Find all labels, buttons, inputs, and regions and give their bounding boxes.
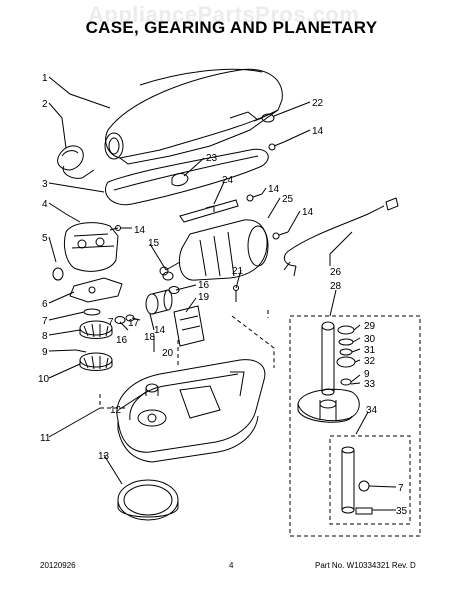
footer-page-number: 4 (229, 561, 234, 570)
callout-7: 7 (42, 316, 48, 327)
gear-10-part (79, 352, 113, 371)
callout-14d: 14 (302, 207, 314, 218)
leader-lines (48, 76, 397, 511)
callout-14c: 14 (268, 184, 280, 195)
callout-28: 28 (330, 281, 342, 292)
pin-9-part (75, 349, 87, 353)
hub-cover-part (57, 145, 95, 179)
callout-30: 30 (364, 334, 376, 345)
callout-33: 33 (364, 379, 376, 390)
bracket-part (179, 199, 239, 223)
callout-14a: 14 (134, 225, 146, 236)
callout-10: 10 (38, 374, 50, 385)
callout-9b: 9 (364, 369, 370, 380)
callout-23: 23 (206, 153, 218, 164)
screw-14c-part (272, 231, 289, 240)
screw-22-part (253, 113, 275, 123)
callout-31: 31 (364, 345, 376, 356)
power-cord-part (283, 197, 399, 277)
callout-1: 1 (42, 73, 48, 84)
gear-bracket-part (173, 305, 205, 347)
callout-6: 6 (42, 299, 48, 310)
gasket-part (69, 277, 123, 303)
callout-16a: 16 (198, 280, 210, 291)
gear-housing-part (63, 222, 119, 272)
small-gear-part (52, 267, 64, 281)
callout-24: 24 (222, 175, 234, 186)
beater-shaft-part (341, 446, 373, 515)
worm-gear-part (79, 320, 113, 339)
callout-20: 20 (162, 348, 174, 359)
callout-5: 5 (42, 233, 48, 244)
trim-band-part (105, 148, 269, 206)
head-cover-part (104, 68, 283, 165)
callout-32: 32 (364, 356, 376, 367)
screw-14b-part (246, 193, 263, 202)
pinion-part (162, 271, 174, 281)
callout-3: 3 (42, 179, 48, 190)
callout-25: 25 (282, 194, 294, 205)
callout-35: 35 (396, 506, 408, 517)
screw-21-part (233, 285, 239, 302)
watermark: AppliancePartsPros.com (88, 2, 360, 27)
washer-7-part (83, 308, 101, 316)
callout-15: 15 (148, 238, 160, 249)
callout-18: 18 (144, 332, 156, 343)
callout-16b: 16 (116, 335, 128, 346)
screw-14a-part (268, 141, 285, 151)
callout-29: 29 (364, 321, 376, 332)
callout-34: 34 (366, 405, 378, 416)
callout-19: 19 (198, 292, 210, 303)
callout-2: 2 (42, 99, 48, 110)
gear-ring-part (117, 479, 179, 521)
callout-8: 8 (42, 331, 48, 342)
gear-shaft-part (145, 289, 173, 315)
callout-22: 22 (312, 98, 324, 109)
part-12 (145, 383, 159, 396)
callout-26: 26 (330, 267, 342, 278)
motor-part (159, 219, 269, 281)
callout-4: 4 (42, 199, 48, 210)
callout-12: 12 (110, 405, 122, 416)
callout-9: 9 (42, 347, 48, 358)
callout-numbers: 1 2 3 4 5 6 7 8 9 10 11 12 13 14 14 14 1… (38, 73, 408, 517)
bearing-16-part (114, 286, 180, 324)
callout-13: 13 (98, 451, 110, 462)
knob-part (171, 173, 189, 187)
gear-case-part (116, 359, 266, 463)
planetary-assembly-part (297, 321, 360, 423)
callout-14b: 14 (312, 126, 324, 137)
footer-part-number: Part No. W10334321 Rev. D (315, 561, 416, 570)
callout-7b: 7 (108, 317, 114, 328)
screw-14d-part (115, 225, 132, 231)
callout-7c: 7 (398, 483, 404, 494)
callout-11: 11 (40, 433, 51, 444)
callout-21: 21 (232, 266, 244, 277)
callout-14e: 14 (154, 325, 166, 336)
callout-17: 17 (128, 318, 140, 329)
footer-date: 20120926 (40, 561, 76, 570)
page-title: CASE, GEARING AND PLANETARY (85, 18, 378, 37)
